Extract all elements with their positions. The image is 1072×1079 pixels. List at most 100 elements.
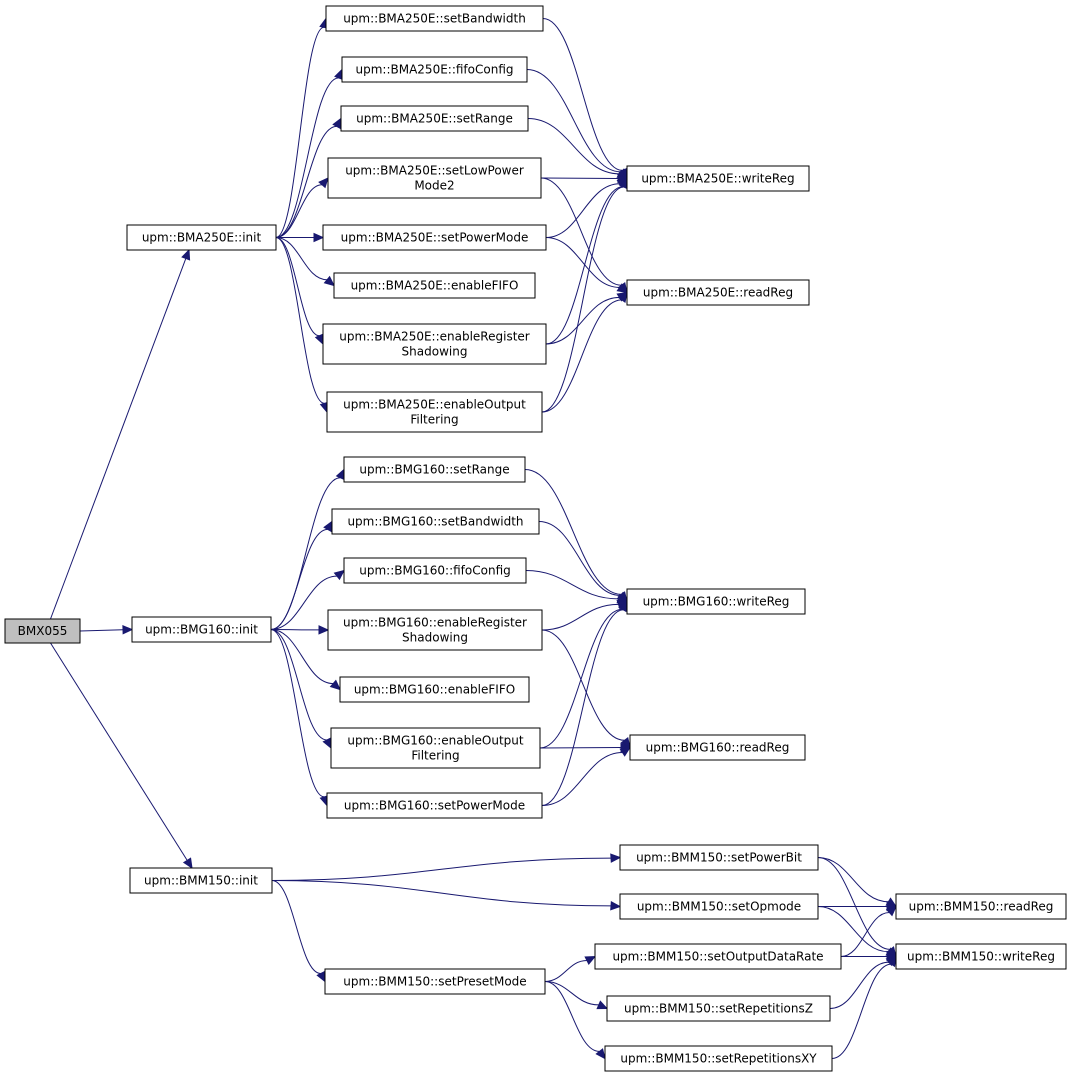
node-label: upm::BMM150::setOpmode <box>637 900 801 914</box>
node-label: upm::BMM150::init <box>144 874 258 888</box>
node-bmm-setRepetitionsXY[interactable]: upm::BMM150::setRepetitionsXY <box>604 1045 833 1072</box>
node-bma-setRange[interactable]: upm::BMA250E::setRange <box>340 105 529 132</box>
node-bmg-writeReg[interactable]: upm::BMG160::writeReg <box>626 588 806 615</box>
node-label: upm::BMA250E::setBandwidth <box>343 12 526 26</box>
node-label: Filtering <box>411 749 459 763</box>
edge-bmg_setBandwidth-to-bmg_writeReg <box>538 521 628 603</box>
node-bma-fifoConfig[interactable]: upm::BMA250E::fifoConfig <box>341 56 528 83</box>
edge-bmg_enableRegisterShadowing-to-bmg_writeReg <box>541 599 629 631</box>
node-bmg-setRange[interactable]: upm::BMG160::setRange <box>343 456 526 483</box>
node-label: upm::BMG160::enableFIFO <box>354 683 515 697</box>
node-bmg-init[interactable]: upm::BMG160::init <box>131 616 272 643</box>
node-bma-readReg[interactable]: upm::BMA250E::readReg <box>626 279 810 306</box>
edge-bma_fifoConfig-to-bma_writeReg <box>526 69 628 180</box>
edge-bma_enableRegisterShadowing-to-bma_writeReg <box>545 177 628 345</box>
node-label: upm::BMA250E::enableOutput <box>343 398 526 412</box>
edge-bmm_setRepetitionsXY-to-bmm_writeReg <box>831 955 897 1059</box>
edge-bmg_fifoConfig-to-bmg_writeReg <box>525 570 629 604</box>
node-label: upm::BMA250E::enableRegister <box>339 330 530 344</box>
node-bmg-enableFIFO[interactable]: upm::BMG160::enableFIFO <box>339 676 530 703</box>
node-label: Shadowing <box>402 631 468 645</box>
node-label: upm::BMG160::fifoConfig <box>359 564 511 578</box>
edge-bmg_enableRegisterShadowing-to-bmg_readReg <box>541 629 631 749</box>
edge-bma_init-to-bma_fifoConfig <box>275 68 343 238</box>
edge-bmx055-to-bmg_init <box>79 625 134 635</box>
edge-bmm_setPresetMode-to-bmm_setOutputDataRate <box>544 955 597 982</box>
call-edges <box>50 17 898 1060</box>
node-bmm-setOutputDataRate[interactable]: upm::BMM150::setOutputDataRate <box>594 943 842 970</box>
node-label: Filtering <box>410 413 458 427</box>
node-bmg-setBandwidth[interactable]: upm::BMG160::setBandwidth <box>331 508 540 535</box>
edge-bma_setLowPowerMode2-to-bma_readReg <box>540 177 628 294</box>
node-label: Mode2 <box>414 179 454 193</box>
edge-bma_init-to-bma_enableOutputFiltering <box>275 237 329 414</box>
edge-bmx055-to-bma_init <box>50 248 191 620</box>
node-label: upm::BMG160::setRange <box>359 463 509 477</box>
edge-bma_setLowPowerMode2-to-bma_writeReg <box>540 173 629 184</box>
node-bmm-writeReg[interactable]: upm::BMM150::writeReg <box>895 943 1067 970</box>
edge-bmm_init-to-bmm_setPresetMode <box>271 880 326 983</box>
node-label: BMX055 <box>18 624 68 638</box>
node-bma-enableFIFO[interactable]: upm::BMA250E::enableFIFO <box>333 272 536 299</box>
node-label: upm::BMG160::writeReg <box>643 595 790 609</box>
node-label: upm::BMA250E::setRange <box>356 112 513 126</box>
edge-bmm_init-to-bmm_setPowerBit <box>271 853 622 881</box>
node-label: upm::BMM150::setOutputDataRate <box>612 950 823 964</box>
edge-bmm_setOutputDataRate-to-bmm_readReg <box>840 905 897 957</box>
edge-bma_init-to-bma_setLowPowerMode2 <box>275 177 329 238</box>
node-label: upm::BMG160::init <box>145 623 258 637</box>
edge-bmg_setRange-to-bmg_writeReg <box>524 469 628 603</box>
edge-bmg_init-to-bmg_enableRegisterShadowing <box>270 625 330 635</box>
edge-bma_setPowerMode-to-bma_readReg <box>545 237 629 294</box>
node-label: upm::BMM150::readReg <box>909 900 1054 914</box>
node-label: upm::BMG160::enableRegister <box>343 616 527 630</box>
node-label: upm::BMM150::setRepetitionsXY <box>620 1052 817 1066</box>
edge-bmx055-to-bmm_init <box>50 642 193 870</box>
node-label: upm::BMG160::enableOutput <box>347 734 524 748</box>
node-label: upm::BMA250E::fifoConfig <box>356 63 514 77</box>
node-label: upm::BMM150::setRepetitionsZ <box>624 1002 813 1016</box>
node-bma-setPowerMode[interactable]: upm::BMA250E::setPowerMode <box>322 224 547 251</box>
node-label: upm::BMA250E::readReg <box>643 286 793 300</box>
node-label: upm::BMG160::readReg <box>646 741 790 755</box>
node-bmg-fifoConfig[interactable]: upm::BMG160::fifoConfig <box>343 557 527 584</box>
node-bmg-setPowerMode[interactable]: upm::BMG160::setPowerMode <box>326 792 543 819</box>
edge-bmg_setPowerMode-to-bmg_writeReg <box>541 600 628 806</box>
edge-bmm_setPowerBit-to-bmm_readReg <box>817 857 898 908</box>
node-label: upm::BMM150::setPresetMode <box>343 975 526 989</box>
node-bmx055[interactable]: BMX055 <box>4 618 81 644</box>
node-bma-init[interactable]: upm::BMA250E::init <box>126 224 277 251</box>
node-bmg-readReg[interactable]: upm::BMG160::readReg <box>629 734 806 761</box>
edge-bma_init-to-bma_enableFIFO <box>275 237 335 287</box>
node-bmm-setRepetitionsZ[interactable]: upm::BMM150::setRepetitionsZ <box>606 995 831 1022</box>
edge-bmm_init-to-bmm_setOpmode <box>271 880 622 911</box>
edge-bma_enableOutputFiltering-to-bma_readReg <box>541 291 628 413</box>
node-label: upm::BMA250E::init <box>142 231 262 245</box>
node-label: upm::BMA250E::setLowPower <box>345 164 524 178</box>
node-bmm-readReg[interactable]: upm::BMM150::readReg <box>895 893 1067 920</box>
edge-bmg_enableOutputFiltering-to-bmg_writeReg <box>539 600 628 749</box>
node-bma-setBandwidth[interactable]: upm::BMA250E::setBandwidth <box>325 5 544 32</box>
node-bmm-setPresetMode[interactable]: upm::BMM150::setPresetMode <box>324 968 546 995</box>
node-label: upm::BMA250E::enableFIFO <box>351 279 519 293</box>
node-bmm-setPowerBit[interactable]: upm::BMM150::setPowerBit <box>619 844 819 871</box>
node-bma-writeReg[interactable]: upm::BMA250E::writeReg <box>626 165 810 192</box>
node-label: upm::BMG160::setBandwidth <box>347 515 523 529</box>
edge-bmg_init-to-bmg_setBandwidth <box>270 520 333 630</box>
edge-bmg_init-to-bmg_enableFIFO <box>270 629 341 691</box>
node-label: Shadowing <box>402 345 468 359</box>
node-bmm-init[interactable]: upm::BMM150::init <box>129 867 273 894</box>
node-label: upm::BMA250E::writeReg <box>641 172 794 186</box>
node-label: upm::BMA250E::setPowerMode <box>341 231 529 245</box>
edge-bmm_setPresetMode-to-bmm_setRepetitionsXY <box>544 981 606 1060</box>
node-bmm-setOpmode[interactable]: upm::BMM150::setOpmode <box>619 893 819 920</box>
edge-bmg_init-to-bmg_fifoConfig <box>270 569 345 630</box>
function-nodes: BMX055 upm::BMA250E::init upm::BMA250E::se… <box>4 5 1067 1072</box>
edge-bmm_setPresetMode-to-bmm_setRepetitionsZ <box>544 981 609 1010</box>
node-label: upm::BMG160::setPowerMode <box>344 799 525 813</box>
